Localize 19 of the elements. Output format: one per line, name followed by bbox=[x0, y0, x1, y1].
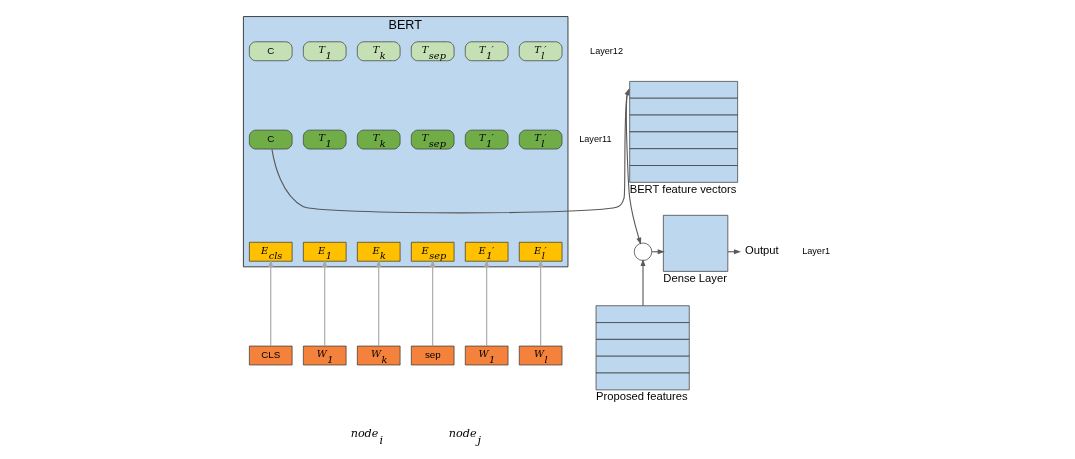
arrow bbox=[376, 259, 382, 347]
arrow bbox=[268, 259, 274, 347]
arrow bbox=[484, 259, 490, 347]
node-box: C bbox=[249, 129, 293, 150]
node-box: CLS bbox=[249, 345, 293, 366]
node-box: sep bbox=[410, 345, 455, 366]
node-circle bbox=[633, 242, 653, 261]
label: Layer12 bbox=[590, 45, 623, 56]
label: Layer1 bbox=[802, 246, 830, 257]
arrow bbox=[538, 259, 544, 347]
label: Layer11 bbox=[579, 133, 612, 144]
node-label: BERT feature vectors bbox=[629, 182, 737, 195]
node-text: Output bbox=[745, 244, 779, 257]
arrow bbox=[322, 259, 328, 347]
node-box: C bbox=[249, 41, 293, 62]
arrow bbox=[640, 258, 646, 307]
node-label: Proposed features bbox=[596, 390, 688, 403]
arrow bbox=[430, 259, 436, 347]
node-label: Dense Layer bbox=[663, 272, 727, 285]
